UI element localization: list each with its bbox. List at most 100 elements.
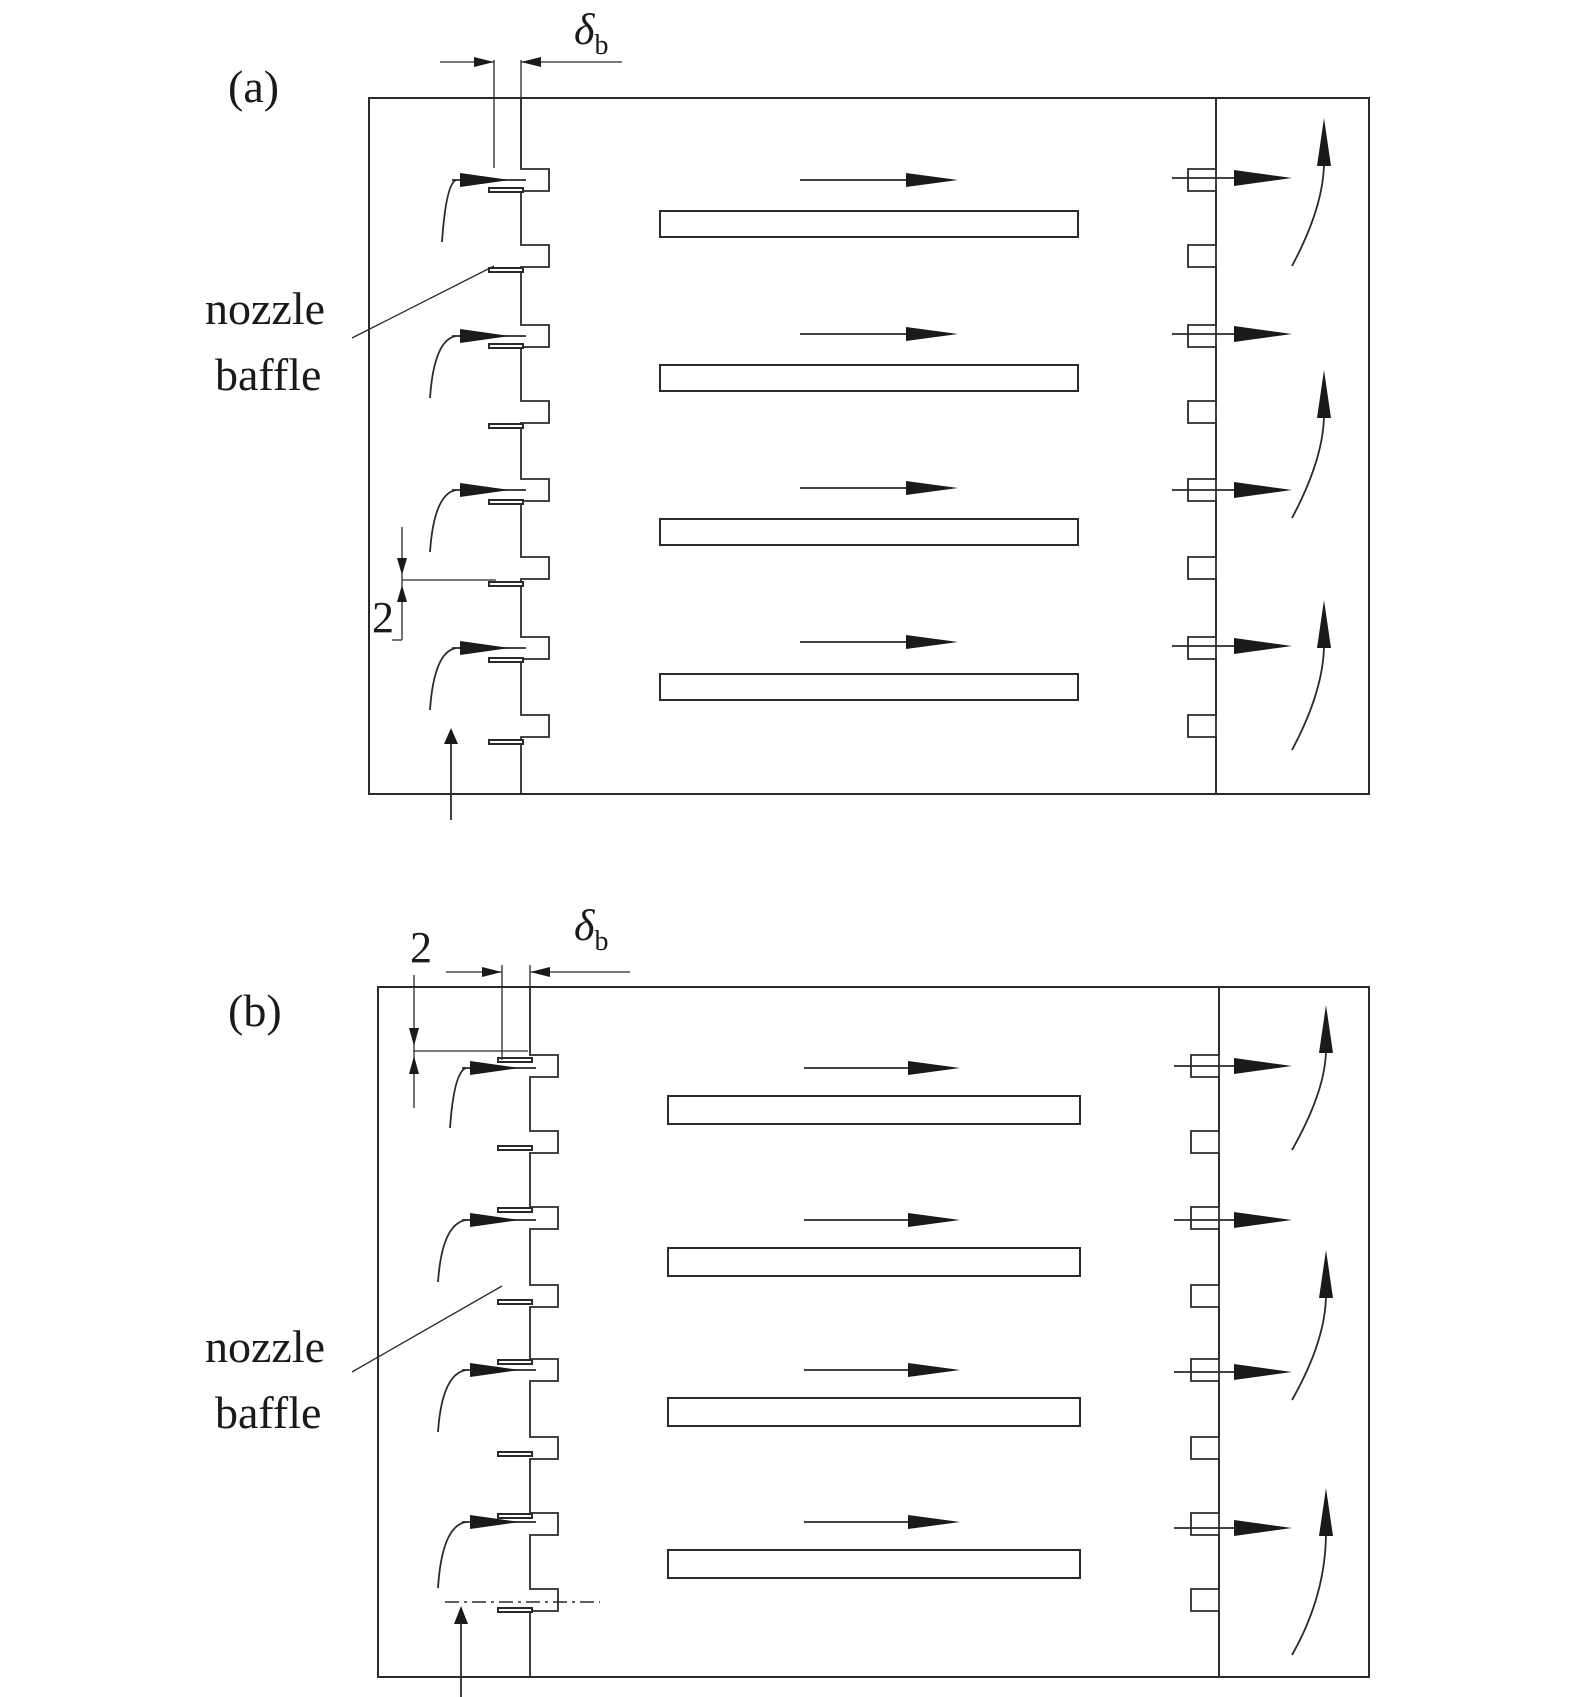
channel-plate <box>659 673 1079 701</box>
panel-a: (a) δb 2 no <box>205 5 1370 820</box>
nozzle-baffle <box>497 1207 533 1213</box>
height-dimension-b: 2 <box>409 923 528 1108</box>
height-dimension-a: 2 <box>372 527 496 642</box>
inflow-curve <box>441 179 457 243</box>
flow-arrowhead <box>906 327 958 341</box>
callout-nozzle-a: nozzle <box>205 283 325 334</box>
inflow-curve <box>429 647 457 711</box>
flow-arrowhead <box>906 481 958 495</box>
callout-leader-a <box>351 265 495 339</box>
flow-arrowhead <box>908 1213 960 1227</box>
callout-baffle-a: baffle <box>215 349 321 400</box>
outer-frame-b <box>377 986 1370 1678</box>
inflow-arrowhead <box>470 1515 520 1529</box>
channel-plates-a <box>659 210 1079 701</box>
inflow-curve <box>437 1521 467 1589</box>
panel-b: (b) δb 2 <box>205 901 1370 1697</box>
nozzle-baffle <box>497 1451 533 1457</box>
inflow-curve <box>429 489 457 553</box>
inflow-arrowhead <box>470 1061 520 1075</box>
gap-label-b: δb <box>574 901 608 957</box>
outflow-curve <box>1291 1293 1327 1401</box>
outflow-curve <box>1291 413 1325 519</box>
outflow-arrowhead <box>1234 482 1292 498</box>
flow-arrowhead <box>908 1363 960 1377</box>
channel-plate <box>659 518 1079 546</box>
callout-leader-b <box>351 1285 503 1373</box>
flow-arrowhead <box>908 1061 960 1075</box>
panel-label-b: (b) <box>228 985 282 1036</box>
nozzle-baffle <box>497 1299 533 1305</box>
outer-frame-a <box>368 97 1370 795</box>
flow-arrowhead <box>906 173 958 187</box>
inflow-arrowhead <box>460 173 510 187</box>
outflow-arrowhead <box>1234 638 1292 654</box>
callout-nozzle-b: nozzle <box>205 1321 325 1372</box>
flow-arrows-a <box>429 118 1331 751</box>
nozzle-baffle <box>488 739 524 745</box>
channel-plate <box>659 364 1079 392</box>
outflow-arrowhead <box>1234 1058 1292 1074</box>
right-comb-wall-a <box>1187 98 1217 794</box>
nozzle-baffle <box>488 267 524 273</box>
inflow-arrowhead <box>460 641 510 655</box>
outflow-curve <box>1291 1531 1327 1656</box>
nozzle-baffles-a <box>488 187 524 745</box>
flow-arrowhead <box>908 1515 960 1529</box>
outflow-arrowhead <box>1234 1520 1292 1536</box>
nozzle-baffle <box>488 581 524 587</box>
nozzle-baffle <box>497 1359 533 1365</box>
left-comb-wall-b <box>529 987 559 1677</box>
inlet-arrowhead-a <box>444 728 458 744</box>
dimension-label-a: 2 <box>372 593 394 642</box>
outflow-curve-arrowhead <box>1317 118 1331 166</box>
channel-plates-b <box>667 1095 1081 1579</box>
gap-dimension-b: δb <box>446 901 630 1060</box>
channel-plate <box>667 1397 1081 1427</box>
outflow-curve <box>1291 643 1325 751</box>
callout-baffle-b: baffle <box>215 1387 321 1438</box>
nozzle-baffle <box>488 657 524 663</box>
right-comb-wall-b <box>1190 987 1220 1677</box>
outflow-curve-arrowhead <box>1319 1488 1333 1536</box>
panel-label-a: (a) <box>228 61 279 112</box>
nozzle-baffle <box>497 1145 533 1151</box>
nozzle-baffle <box>497 1057 533 1063</box>
channel-plate <box>667 1095 1081 1125</box>
gap-dimension-a: δb <box>440 5 622 168</box>
outflow-curve-arrowhead <box>1319 1005 1333 1053</box>
inflow-arrowhead <box>460 483 510 497</box>
inflow-curve <box>449 1067 467 1129</box>
nozzle-baffle <box>497 1607 533 1613</box>
channel-plate <box>667 1549 1081 1579</box>
nozzle-baffle <box>488 423 524 429</box>
nozzle-baffle <box>488 343 524 349</box>
flow-arrowhead <box>906 635 958 649</box>
outflow-curve-arrowhead <box>1319 1250 1333 1298</box>
inflow-arrowhead <box>470 1363 520 1377</box>
channel-plate <box>659 210 1079 238</box>
nozzle-baffle <box>488 187 524 193</box>
outflow-arrowhead <box>1234 326 1292 342</box>
outflow-curve <box>1291 1048 1327 1151</box>
flow-arrows-b <box>437 1005 1333 1656</box>
outflow-curve-arrowhead <box>1317 370 1331 418</box>
inflow-curve <box>437 1369 467 1433</box>
dimension-label-b: 2 <box>410 923 432 972</box>
inlet-arrowhead-b <box>454 1606 468 1624</box>
outflow-curve-arrowhead <box>1317 600 1331 648</box>
outflow-arrowhead <box>1234 1212 1292 1228</box>
inflow-curve <box>429 335 457 399</box>
outflow-curve <box>1291 161 1325 267</box>
inflow-arrowhead <box>470 1213 520 1227</box>
gap-label-a: δb <box>574 5 608 61</box>
outflow-arrowhead <box>1234 1364 1292 1380</box>
inflow-arrowhead <box>460 329 510 343</box>
left-comb-wall-a <box>520 98 550 794</box>
nozzle-baffle <box>488 499 524 505</box>
nozzle-baffles-b <box>497 1057 533 1613</box>
inflow-curve <box>437 1219 467 1283</box>
channel-plate <box>667 1247 1081 1277</box>
outflow-arrowhead <box>1234 170 1292 186</box>
